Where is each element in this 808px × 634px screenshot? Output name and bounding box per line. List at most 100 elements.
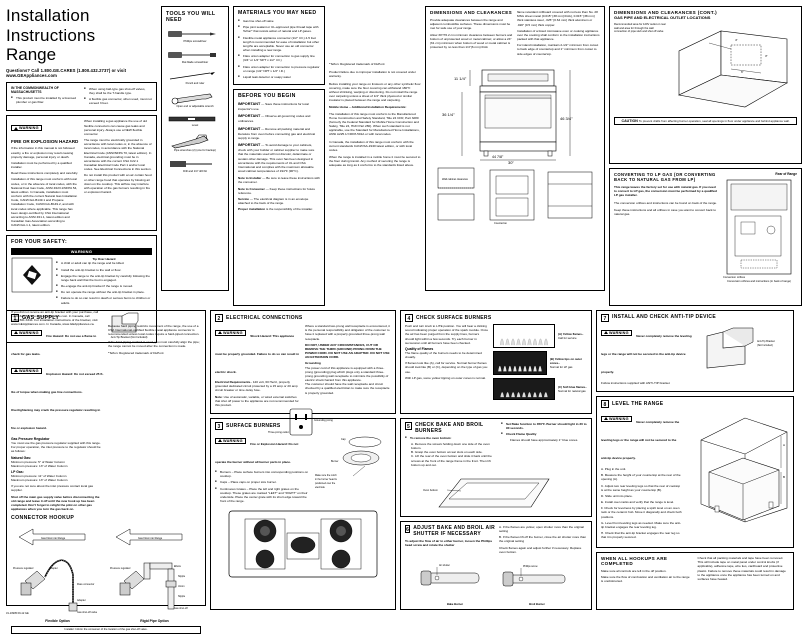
caution-bar: CAUTION To prevent drafts from affecting… [614, 117, 797, 125]
rear-of-range-diagram: Conversion orifices [723, 179, 792, 279]
lp-gas-min: Minimum pressure: 11" of Water Column [11, 473, 67, 478]
final-panel: WHEN ALL HOOKUPS ARE COMPLETED Make sure… [596, 552, 794, 610]
svg-text:(Not Included): (Not Included) [757, 344, 773, 347]
step-title: CHECK SURFACE BURNERS [416, 315, 492, 321]
note-title: Note [215, 394, 222, 399]
wall-note: Recommended area for 120V outlet on rear… [614, 23, 666, 33]
fire-hazard-p1: If the information in this manual is not… [11, 146, 75, 159]
step-2-r1: Where a standard two-prong wall receptac… [305, 324, 390, 341]
label-pressure-regulator: Pressure regulator [13, 567, 34, 570]
step-5-header: 5 CHECK BAKE AND BROIL BURNERS [405, 421, 497, 434]
rear-of-range-title: Rear of Range [775, 172, 797, 176]
fire-hazard-r1: When installing a gas appliance the use … [84, 119, 147, 136]
flame-example-a: (A) Yellow flames– Call for service [493, 324, 587, 348]
step-number: 6 [405, 524, 411, 533]
svg-text:positioned over the: positioned over the [315, 482, 336, 485]
installer-note: Installer: Inform the consumer of the lo… [64, 628, 148, 632]
safety-heading: FOR YOUR SAFETY: [11, 239, 68, 246]
questions-line: Questions? Call 1.800.GE.CARES (1.800.43… [6, 67, 127, 78]
before-text: — To avoid damage to your cabinets, chec… [238, 143, 315, 174]
step-8-b: B. Measure the height of your countertop… [601, 473, 681, 482]
label-b: B [783, 475, 785, 479]
label-shutoff-2: Gas shut-off [174, 607, 188, 610]
list-item: Check Flame Quality [501, 432, 587, 436]
step-number: 1 [11, 314, 19, 322]
dimensions-r2: Installation of a listed microwave oven … [517, 28, 600, 42]
electrical-note: Note: Use of automatic, variable, or wir… [215, 395, 301, 408]
svg-text:Countertop: Countertop [494, 221, 507, 224]
before-item: Note to Installer — Be sure to leave the… [238, 176, 320, 184]
before-right-column: Product failure due to improper installa… [329, 70, 421, 306]
cooktop-grates-diagram [228, 510, 378, 578]
before-item: Service — The electrical diagram is in a… [238, 197, 320, 205]
label-outlet: Three-prong outlet [268, 431, 289, 434]
step-4-text-4: With LP gas, some yellow tipping on oute… [405, 375, 486, 380]
before-tag: IMPORTANT [238, 126, 261, 131]
grounding-text-2: The customer should have the wall recept… [305, 382, 390, 395]
grounding-block: Grounding [305, 361, 391, 365]
step-title: CHECK BAKE AND BROIL BURNERS [415, 421, 484, 434]
list-item: Gas line shut-off valve [238, 19, 320, 23]
dimensions-r1: flame retardant millboard covered with n… [517, 10, 598, 27]
tool-label: Pipe wrenches (2) (one for backup) [174, 149, 216, 152]
surface-burner-parts: Burners – Place surface burners into cor… [215, 470, 309, 503]
step-3-header: 3 SURFACE BURNERS [215, 422, 391, 430]
lp-figure-caption: Conversion orifices and instructions (in… [726, 280, 792, 283]
label-shutoff: Gas shut-off valve [77, 611, 98, 614]
tool-label: Drill and 1/4" drill bit [183, 170, 207, 173]
fire-hazard-p2: Installation must be performed by a qual… [11, 160, 72, 170]
fire-explosion-panel: WARNING FIRE OR EXPLOSION HAZARD If the … [6, 115, 158, 232]
warning-badge: WARNING [11, 367, 42, 374]
electrical-req-title: Electrical Requirements [215, 380, 251, 384]
document-header: Installation Instructions Range Question… [6, 6, 157, 78]
fire-hazard-r3: Do not install this product with an air … [84, 173, 152, 195]
column-dimensions-cont: DIMENSIONS AND CLEARANCES (CONT.) GAS PI… [609, 6, 802, 306]
before-text: — Be sure to leave these instructions wi… [238, 176, 320, 185]
massachusetts-heading: IN THE COMMONWEALTH OF MASSACHUSETTS [11, 85, 59, 94]
before-item: Note to Consumer — Keep these instructio… [238, 187, 320, 195]
dimensions-cont-panel: DIMENSIONS AND CLEARANCES (CONT.) GAS PI… [609, 6, 802, 164]
before-tag: Proper installation [238, 207, 266, 212]
step-8-a: A. Plug in the unit. [601, 467, 627, 471]
broil-burner-diagram: Phillips screw [502, 565, 566, 587]
label-burner: Burner [331, 460, 339, 463]
step-5-flame-note: Flames should have approximately 1" blue… [510, 438, 579, 443]
before-tag: Note to Consumer [238, 186, 265, 191]
burner-assembly-diagram: Cap Burner Make sure the notch in the bu… [315, 436, 382, 489]
flame-image-c [493, 378, 555, 400]
step-title: INSTALL AND CHECK ANTI-TIP DEVICE [612, 314, 716, 320]
step-4-header: 4 CHECK SURFACE BURNERS [405, 314, 587, 322]
list-item: Flare union adapter for connection to pr… [238, 65, 320, 73]
note-text: : Use of automatic, variable, or wired e… [215, 394, 299, 407]
list-item: Pipe joint sealant or UL-approved pipe t… [238, 25, 320, 33]
before-you-begin-panel: BEFORE YOU BEGIN IMPORTANT — Save these … [233, 89, 325, 306]
broil-burner-caption: Broil Burner [529, 603, 545, 606]
tools-panel: TOOLS YOU WILL NEED Phillips screwdriver [161, 6, 229, 291]
page-subtitle: Range [6, 45, 57, 65]
column-steps-2-3: 2 ELECTRICAL CONNECTIONS WARNING Shock H… [210, 310, 396, 610]
warning-badge: WARNING [215, 437, 246, 444]
step-1-warning-2: Explosion Hazard: Do not exceed 25 ft-lb… [11, 372, 104, 430]
label-union: Union [178, 585, 185, 588]
step-7-text: Follow instructions supplied with ANTI-T… [601, 381, 670, 385]
document-number: 31-10905 09-12 GE [6, 612, 29, 615]
safety-note: If you did not receive an anti-tip brack… [11, 309, 99, 327]
anti-tip-bracket-icon [111, 312, 139, 333]
label-nipple: Nipple [178, 575, 186, 578]
step-number: 4 [405, 314, 413, 322]
dim-label-4: 44 7/8" [492, 155, 504, 159]
step-8-c: C. Adjust two rear leveling legs so that… [601, 483, 681, 492]
step-6-check: Check flames again and adjust further if… [499, 545, 582, 554]
step-2-header: 2 ELECTRICAL CONNECTIONS [215, 314, 391, 322]
lp-text-3: Keep these instructions and all orifices… [614, 207, 716, 216]
drill-bit-icon [170, 161, 213, 167]
step-1-header: 1 GAS SUPPLY [11, 314, 201, 322]
warning-badge: WARNING [11, 329, 42, 336]
step-title: GAS SUPPLY [22, 315, 60, 321]
step-title: LEVEL THE RANGE [612, 401, 664, 407]
before-r5: In Canada, the installation of this rang… [329, 139, 414, 152]
column-step-1: 1 GAS SUPPLY WARNING Fire Hazard: Do not… [6, 310, 206, 634]
label-adapter: Adapter [49, 567, 58, 570]
final-left-2: Make sure the flow of combustion and ven… [601, 575, 690, 584]
column-header-safety: Installation Instructions Range Question… [6, 6, 158, 343]
